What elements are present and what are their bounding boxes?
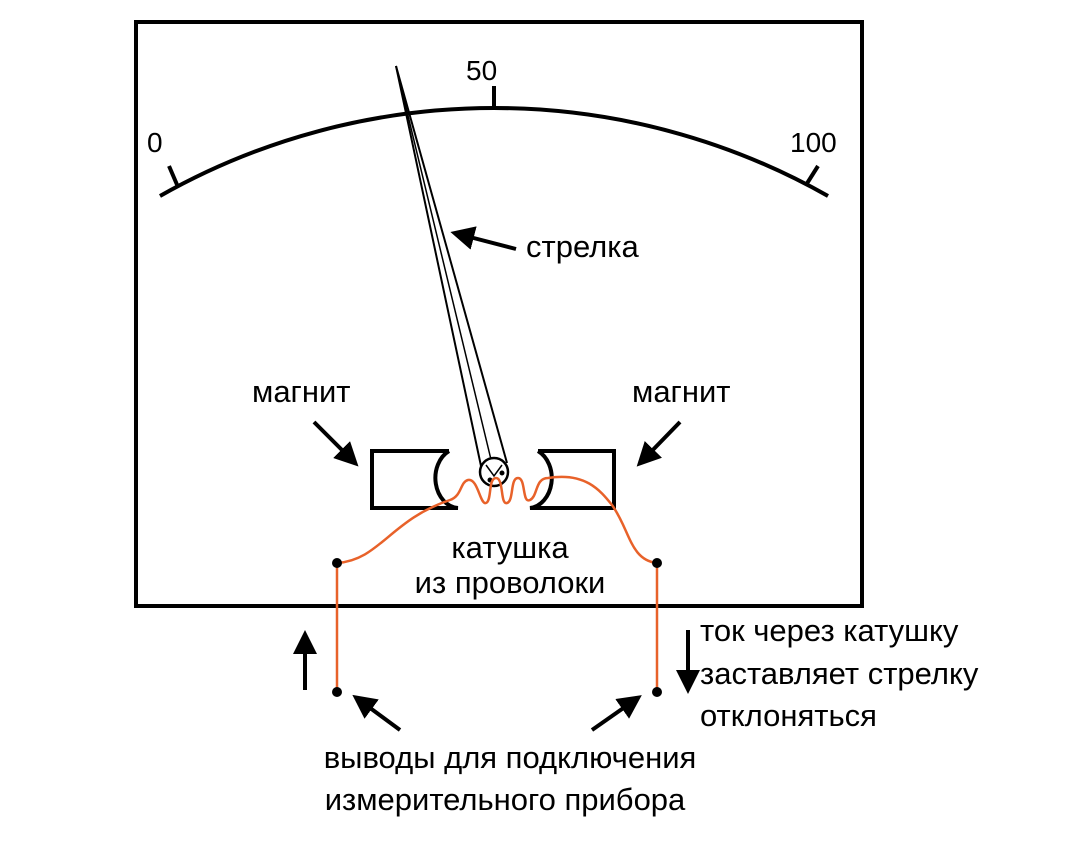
current-label-line3: отклоняться — [700, 698, 877, 733]
terminal-bottom-right[interactable] — [652, 687, 662, 697]
coil-wire — [335, 475, 659, 692]
magnet-right-label: магнит — [632, 374, 731, 409]
terminal-top-left[interactable] — [332, 558, 342, 568]
needle-label: стрелка — [526, 229, 639, 264]
scale-label-0: 0 — [147, 127, 163, 158]
arrow-terminal-left — [352, 694, 402, 732]
current-label-line1: ток через катушку — [700, 613, 959, 648]
terminals-label-line1: выводы для подключения — [324, 740, 697, 775]
scale-arc — [159, 106, 829, 198]
arrow-terminal-right — [590, 695, 642, 732]
magnet-left — [370, 449, 459, 510]
tick-100 — [804, 164, 820, 187]
current-label-line2: заставляет стрелку — [700, 656, 979, 691]
terminal-top-right[interactable] — [652, 558, 662, 568]
arrow-magnet-right — [636, 420, 682, 467]
arrow-needle — [450, 226, 517, 251]
meter-frame — [134, 20, 864, 608]
magnet-left-label: магнит — [252, 374, 351, 409]
scale-label-50: 50 — [466, 55, 497, 86]
needle — [395, 65, 510, 488]
arrow-magnet-left — [312, 420, 359, 467]
tick-0 — [167, 165, 180, 188]
scale-label-100: 100 — [790, 127, 837, 158]
magnet-right — [529, 449, 616, 510]
terminal-bottom-left[interactable] — [332, 687, 342, 697]
coil-label-line1: катушка — [451, 530, 569, 565]
terminals-label-line2: измерительного прибора — [325, 782, 686, 817]
coil-label-line2: из проволоки — [415, 565, 606, 600]
